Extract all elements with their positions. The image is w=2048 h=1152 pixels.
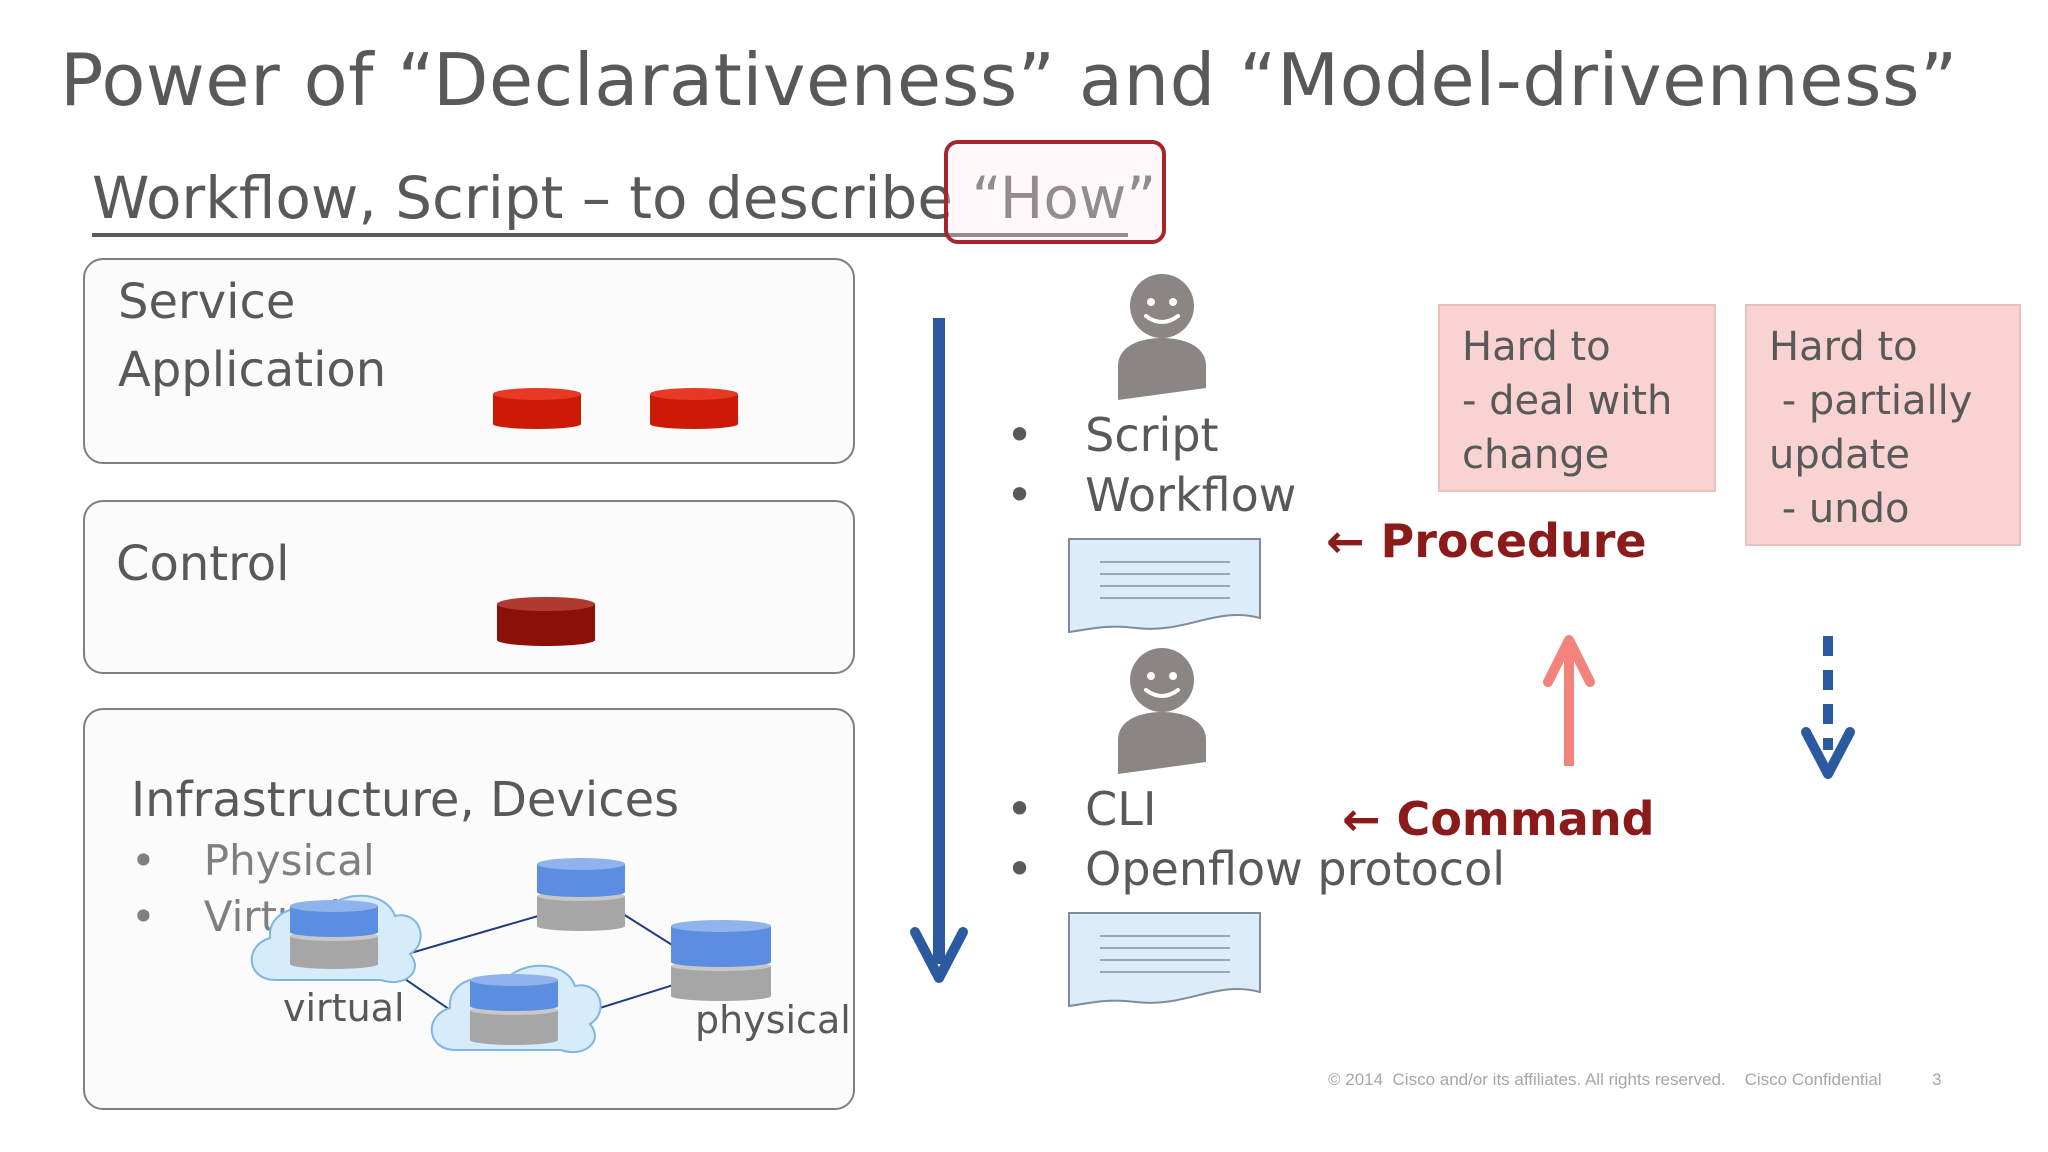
note-hard-to-deal-with-change: Hard to - deal with change [1438, 304, 1716, 492]
how-highlight-box [944, 140, 1166, 244]
service-label: Service [118, 274, 296, 330]
physical-server-stack-icon [671, 920, 771, 1001]
downward-arrow-icon [910, 318, 968, 983]
footer-copyright: © 2014 Cisco and/or its affiliates. All … [1328, 1070, 1882, 1089]
subtitle-underline [92, 233, 1128, 237]
document-icon [1068, 538, 1261, 634]
command-label: ← Command [1342, 792, 1655, 846]
slide-subtitle: Workflow, Script – to describe “How” [92, 164, 1157, 232]
infrastructure-panel: Infrastructure, Devices •Physical •Virtu… [83, 708, 855, 1110]
control-panel: Control [83, 500, 855, 674]
control-label: Control [116, 536, 290, 592]
virtual-server-stack-icon [470, 974, 558, 1045]
dark-red-cylinder-icon [497, 597, 595, 646]
person-icon [1118, 274, 1206, 400]
bullet-openflow: •Openflow protocol [1006, 842, 1506, 896]
service-application-panel: Service Application [83, 258, 855, 464]
virtual-server-stack-icon [290, 900, 378, 969]
physical-server-stack-icon [537, 858, 625, 931]
bullet-script: •Script [1006, 408, 1219, 462]
red-cylinder-icon [493, 388, 581, 429]
document-icon [1068, 912, 1261, 1008]
slide-title: Power of “Declarativeness” and “Model-dr… [60, 38, 1958, 122]
bullet-workflow: •Workflow [1006, 468, 1297, 522]
physical-label: physical [695, 998, 851, 1042]
infrastructure-label: Infrastructure, Devices [131, 772, 680, 828]
virtual-label: virtual [283, 986, 405, 1030]
upward-arrow-icon [1543, 635, 1595, 766]
application-label: Application [118, 342, 387, 398]
bullet-cli: •CLI [1006, 782, 1157, 836]
person-icon [1118, 648, 1206, 774]
dashed-downward-arrow-icon [1801, 636, 1855, 779]
network-topology-diagram [250, 858, 771, 1054]
bullet-physical: •Physical [131, 836, 375, 885]
page-number: 3 [1932, 1070, 1942, 1089]
red-cylinder-icon [650, 388, 738, 429]
procedure-label: ← Procedure [1326, 514, 1647, 568]
note-hard-to-partially-update: Hard to - partially update - undo [1745, 304, 2021, 546]
